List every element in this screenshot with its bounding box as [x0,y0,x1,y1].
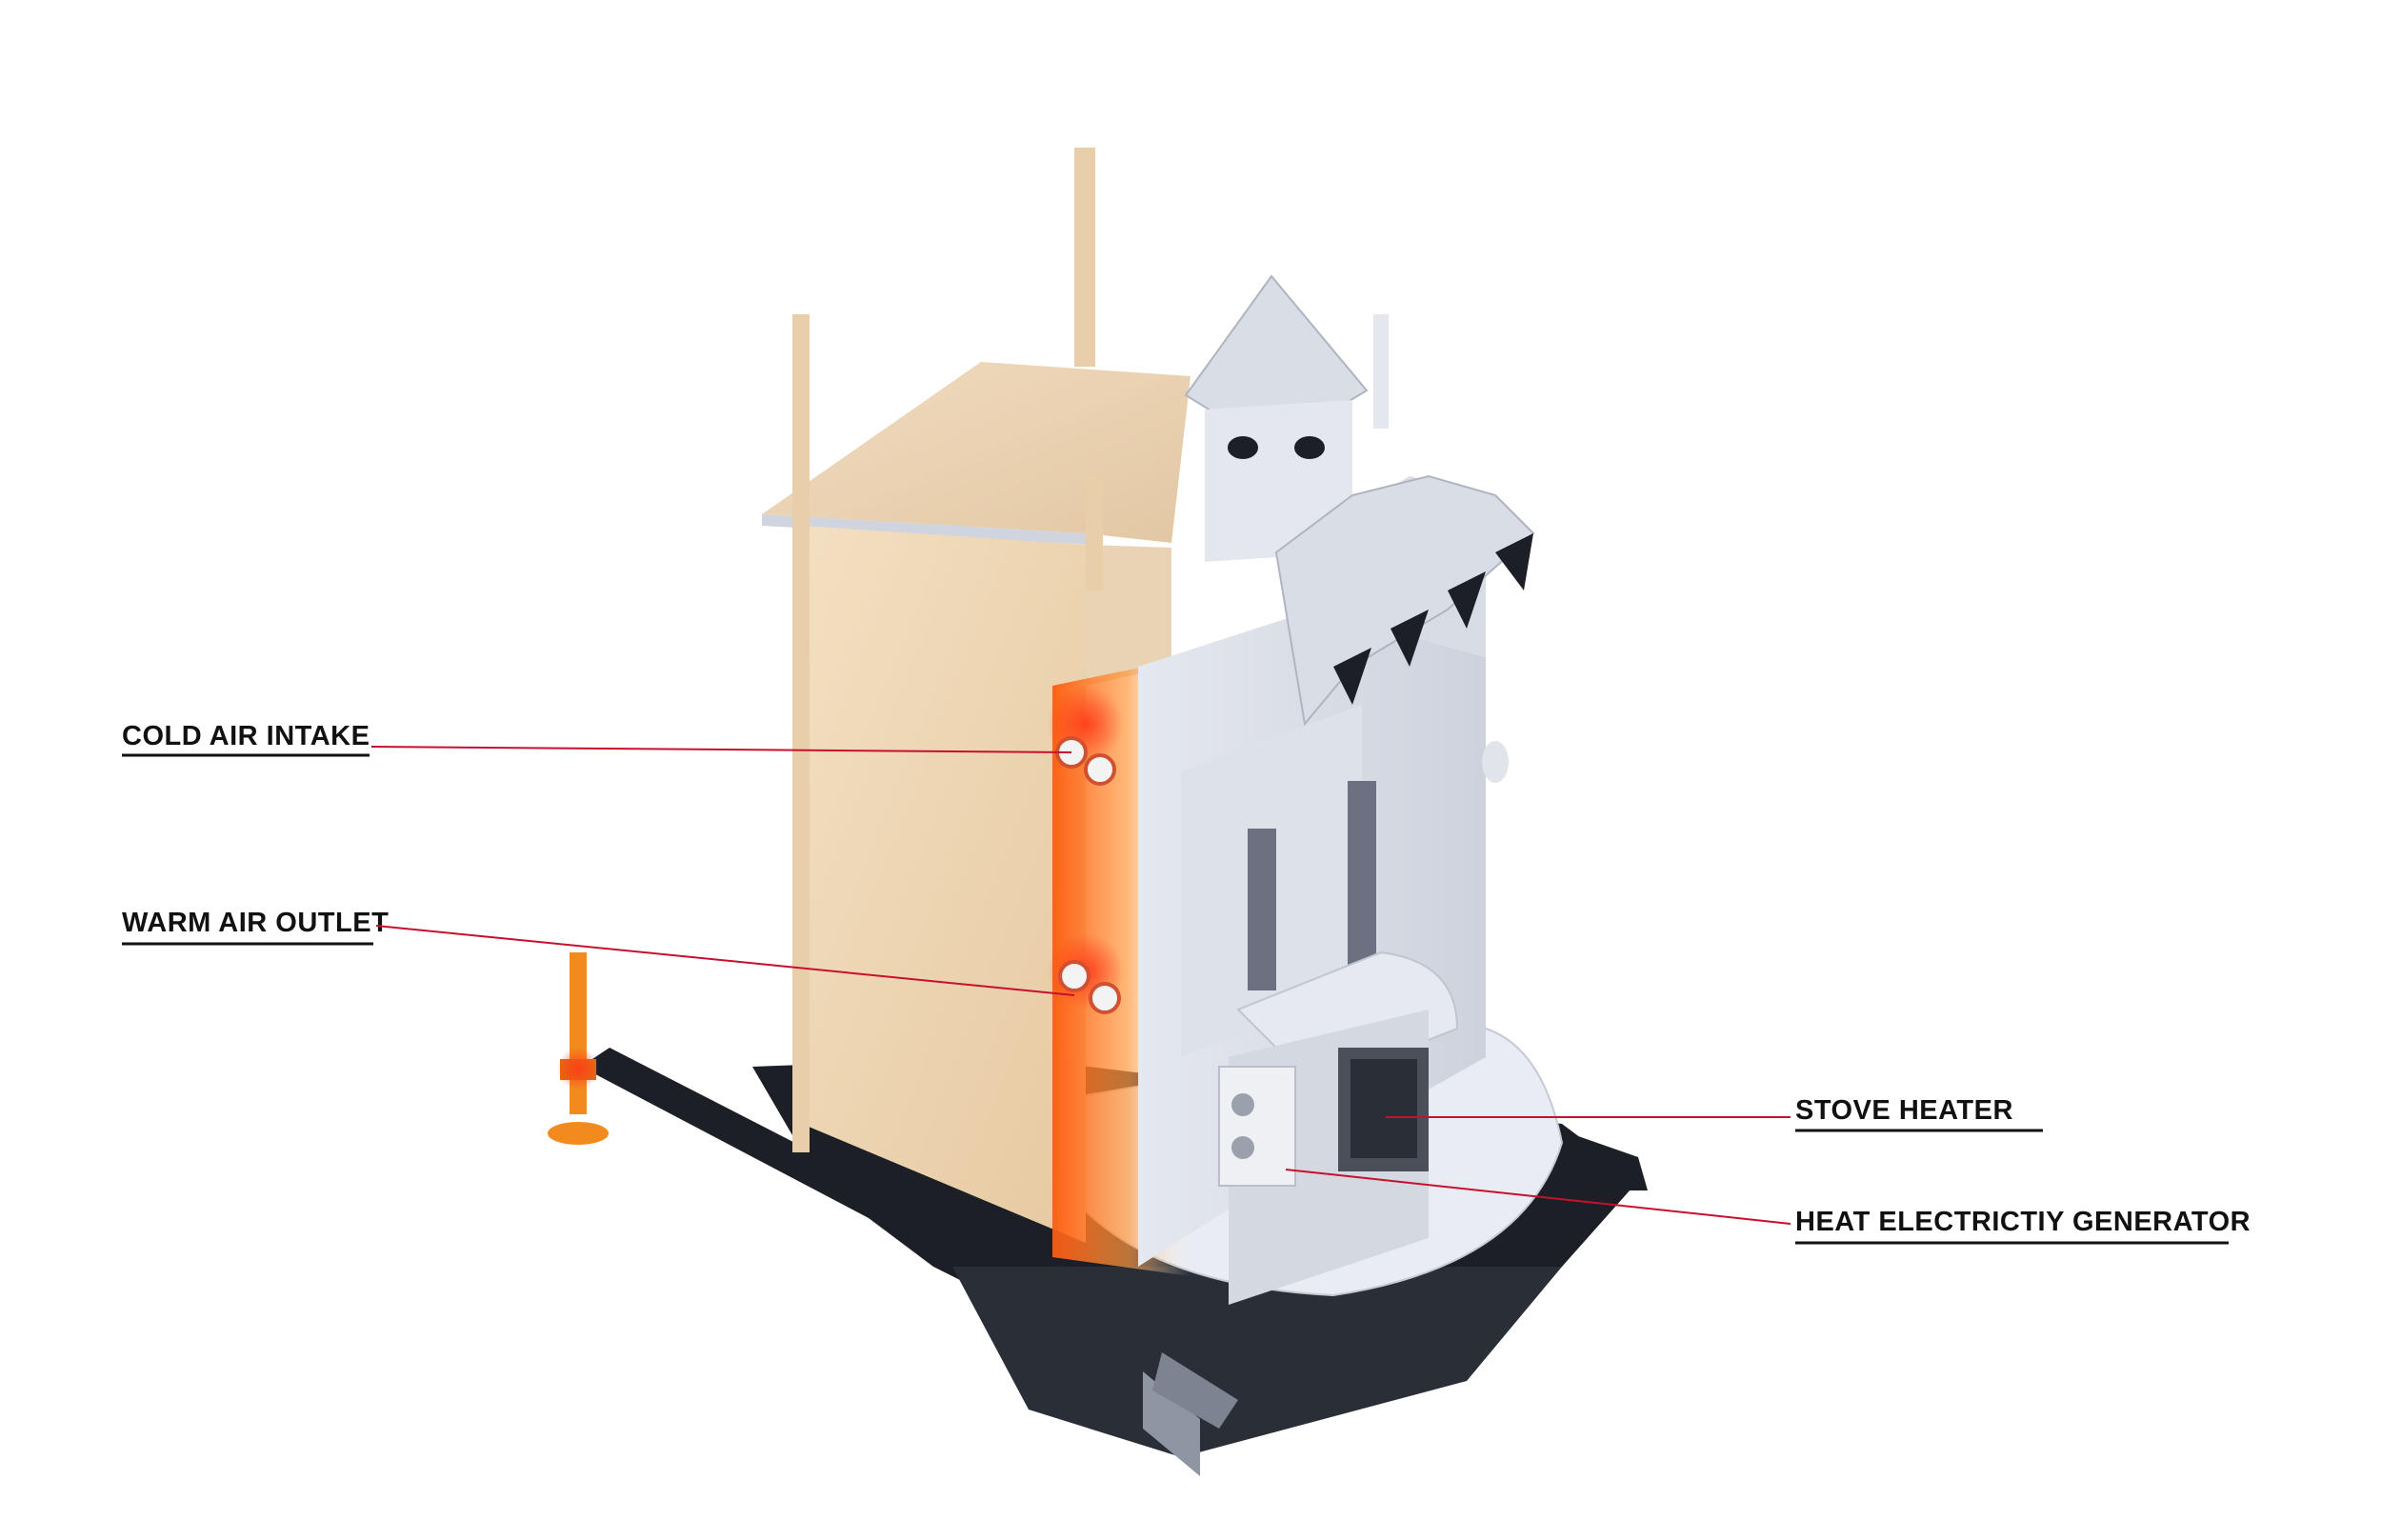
cabin-roof [762,362,1190,543]
post-front-left [792,314,810,1152]
leader-heat-electricity-generator [1285,1169,1791,1225]
label-warm-air-outlet: WARM AIR OUTLET [122,908,389,938]
rear-frame-bars [1543,1124,1648,1190]
callout-cold-air-intake: COLD AIR INTAKE [122,721,1072,757]
post-back-center [1074,148,1095,367]
intake-port-2 [1084,753,1116,786]
generator-box [1218,1066,1296,1187]
jack-post [570,952,587,1114]
cabin-side-wall [1086,545,1171,686]
louvre-shadow-4 [1495,533,1533,590]
rear-post [1373,314,1389,429]
side-vent-cap [1482,741,1509,783]
label-stove-heater: STOVE HEATER [1795,1095,2013,1126]
generator-port-2 [1231,1136,1254,1159]
outlet-port-2 [1089,982,1121,1014]
chimney-eye-right [1294,436,1325,459]
louvre-shadow-1 [1333,648,1371,705]
stove-firebox-inner [1351,1059,1417,1158]
label-heat-electricity-generator: HEAT ELECTRICTIY GENERATOR [1795,1207,2251,1237]
outlet-port-1 [1058,960,1090,992]
callout-heat-electricity-generator: HEAT ELECTRICTIY GENERATOR [1285,1169,2251,1245]
chimney-eye-left [1228,436,1258,459]
leader-cold-air-intake [370,746,1072,753]
callout-warm-air-outlet: WARM AIR OUTLET [122,908,1075,996]
wooden-cabin [762,148,1190,1276]
post-front-right [1086,476,1103,590]
louvre-shadow-2 [1391,610,1429,667]
cabin-front-wall [802,526,1086,1243]
generator-port-1 [1231,1093,1254,1116]
slot-right [1348,781,1376,971]
jack-stand [548,952,609,1145]
label-cold-air-intake: COLD AIR INTAKE [122,721,370,751]
air-ports [1048,686,1124,1014]
louvre-shadow-3 [1448,571,1486,629]
towbar [581,1048,962,1257]
callout-stove-heater: STOVE HEATER [1386,1095,2043,1132]
rear-struts-2 [1152,1352,1238,1429]
chimney-assembly [1184,274,1535,783]
jack-foot [548,1122,609,1145]
rear-struts [1143,1371,1200,1476]
slot-left [1248,829,1276,990]
leader-warm-air-outlet [375,925,1075,996]
cabin-roof-edge [762,514,1090,545]
jack-glow [557,1048,599,1090]
trailer-lower-hull [952,1267,1562,1457]
